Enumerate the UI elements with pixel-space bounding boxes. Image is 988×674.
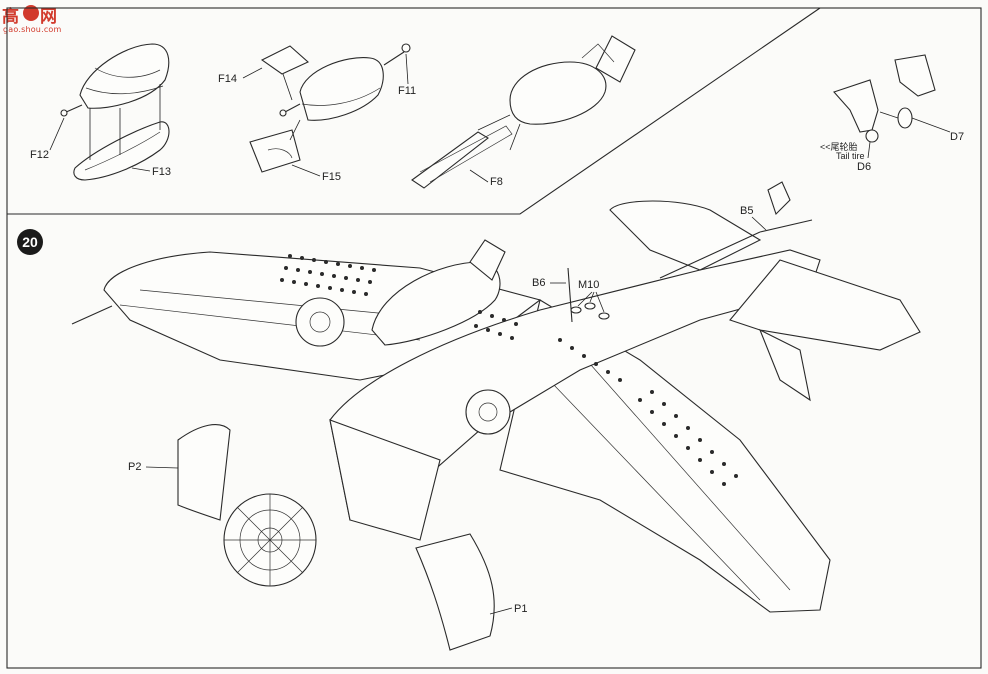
label-p1: P1 bbox=[514, 603, 527, 615]
sheet-frame bbox=[6, 7, 982, 669]
label-b5: B5 bbox=[740, 205, 753, 217]
watermark-logo: 高 网 gao.shou.com bbox=[2, 2, 68, 36]
label-f11: F11 bbox=[398, 85, 416, 97]
watermark-char-right: 网 bbox=[40, 7, 57, 27]
watermark-char-left: 高 bbox=[2, 7, 19, 27]
f13-bracket bbox=[73, 121, 170, 181]
rivet-panel-right bbox=[474, 310, 738, 486]
label-f12: F12 bbox=[30, 149, 49, 161]
f14-clamp bbox=[260, 45, 309, 75]
fuselage bbox=[329, 249, 821, 521]
tail-wheel-assembly bbox=[833, 54, 936, 143]
cowl-half-p2 bbox=[177, 424, 231, 521]
label-tail-jp: <<尾轮胎 bbox=[820, 141, 858, 152]
step-number: 20 bbox=[22, 234, 38, 250]
left-main-wheel bbox=[295, 297, 345, 347]
right-main-wheel bbox=[465, 389, 511, 435]
label-p2: P2 bbox=[128, 461, 141, 473]
label-d6: D6 bbox=[857, 161, 871, 173]
right-wing bbox=[499, 299, 831, 613]
horizontal-stabilizer bbox=[729, 259, 921, 351]
f8-rack bbox=[411, 131, 489, 189]
subassembly-panel-divider bbox=[7, 7, 821, 215]
b6-rod bbox=[567, 267, 573, 323]
drop-tank-assembly-1 bbox=[60, 43, 170, 181]
label-tail-en: Tail tire bbox=[836, 151, 865, 161]
cowl-half-p1 bbox=[415, 533, 495, 651]
label-f14: F14 bbox=[218, 73, 237, 85]
label-m10: M10 bbox=[578, 279, 599, 291]
rivet-panel-left bbox=[280, 254, 376, 296]
label-f15: F15 bbox=[322, 171, 341, 183]
label-d7: D7 bbox=[950, 131, 964, 143]
label-f8: F8 bbox=[490, 176, 503, 188]
step-badge: 20 bbox=[17, 229, 43, 255]
bomb-rack-assembly bbox=[411, 35, 636, 189]
fin bbox=[609, 200, 762, 271]
aircraft-main-assembly bbox=[71, 181, 921, 651]
centerline-bomb bbox=[371, 261, 501, 346]
label-f13: F13 bbox=[152, 166, 171, 178]
f15-fairing bbox=[249, 129, 301, 173]
watermark-url: gao.shou.com bbox=[3, 25, 62, 34]
drop-tank-assembly-2 bbox=[249, 43, 411, 173]
f11-pin bbox=[401, 43, 411, 53]
tail-tire-icon bbox=[897, 107, 913, 129]
watermark-badge-icon bbox=[23, 5, 39, 21]
label-b6: B6 bbox=[532, 277, 545, 289]
b5-part bbox=[767, 181, 791, 216]
